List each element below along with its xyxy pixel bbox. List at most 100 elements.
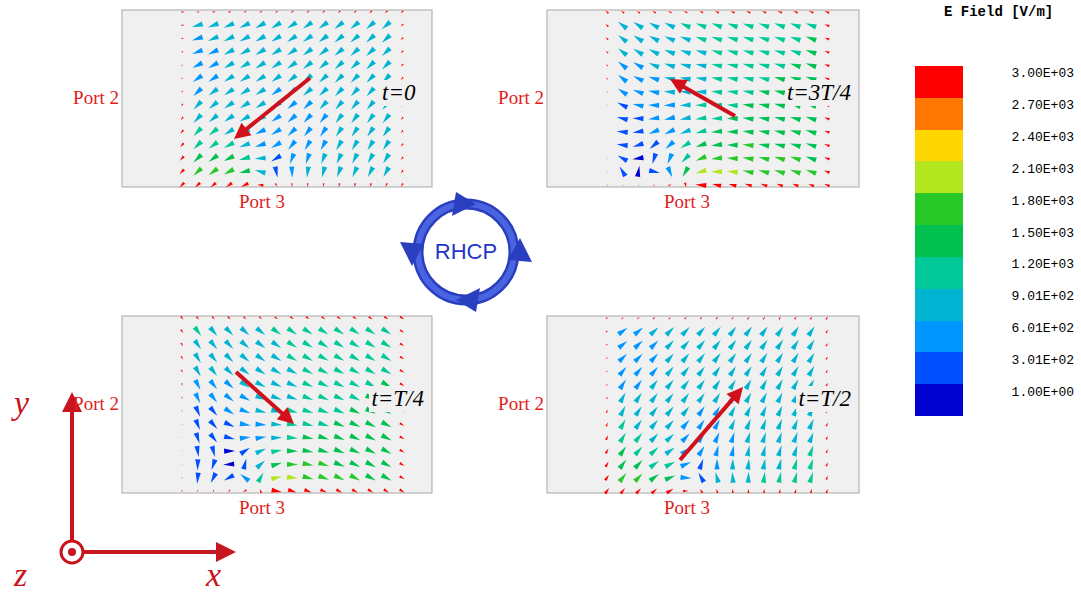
field-arrow xyxy=(236,372,285,416)
field-vector xyxy=(713,445,718,456)
field-vector xyxy=(633,35,644,43)
legend-title: E Field [V/m] xyxy=(944,4,1053,20)
field-vector xyxy=(349,393,360,400)
field-vector xyxy=(271,127,282,135)
field-vector xyxy=(680,327,689,337)
field-vector xyxy=(794,489,796,493)
field-vector xyxy=(775,392,782,403)
field-vector xyxy=(193,140,203,150)
field-vector xyxy=(365,340,376,348)
field-vector xyxy=(208,392,217,402)
field-vector xyxy=(664,448,674,457)
field-vector xyxy=(287,113,297,122)
field-vector xyxy=(758,143,769,148)
field-vector xyxy=(651,488,658,494)
field-vector xyxy=(255,436,266,441)
field-vector xyxy=(618,446,626,457)
field-vector xyxy=(728,406,735,417)
field-vector xyxy=(209,167,219,176)
field-vector xyxy=(287,475,298,480)
field-vector xyxy=(774,170,785,176)
field-vector xyxy=(334,353,345,361)
field-vector xyxy=(287,34,298,42)
field-vector xyxy=(383,166,391,177)
field-vector xyxy=(744,393,751,404)
field-vector xyxy=(776,184,783,188)
field-vector xyxy=(180,169,185,175)
field-vector xyxy=(728,419,735,430)
field-vector xyxy=(727,23,738,29)
field-vector xyxy=(711,64,722,69)
field-vector xyxy=(286,340,297,348)
color-swatch xyxy=(915,161,963,193)
field-vector xyxy=(399,449,404,453)
field-vector xyxy=(653,184,655,186)
field-vector xyxy=(213,490,214,493)
field-vector xyxy=(334,326,345,334)
field-vector xyxy=(366,60,376,70)
field-vector xyxy=(335,47,345,56)
field-vector xyxy=(742,157,753,162)
axis-label: x xyxy=(206,556,221,594)
field-vector xyxy=(794,316,797,319)
field-vector xyxy=(226,182,233,187)
field-vector xyxy=(319,34,329,43)
field-vector xyxy=(727,90,738,95)
field-vector xyxy=(825,423,827,427)
field-vector xyxy=(349,353,360,361)
field-vector xyxy=(334,380,345,387)
field-vector xyxy=(668,153,675,164)
field-vector xyxy=(336,126,344,137)
field-vector xyxy=(618,473,627,483)
field-vector xyxy=(825,462,827,466)
field-vector xyxy=(302,461,313,466)
field-vector xyxy=(303,34,313,43)
field-vector xyxy=(241,182,249,187)
field-vector xyxy=(728,366,736,377)
field-vector xyxy=(255,340,265,349)
field-vector xyxy=(322,11,325,14)
field-vector xyxy=(825,343,828,347)
field-vector xyxy=(665,353,674,363)
field-vector xyxy=(790,170,801,176)
field-vector xyxy=(243,11,246,13)
field-vector xyxy=(208,326,217,336)
field-vector xyxy=(696,141,707,147)
field-vector xyxy=(775,379,782,390)
field-vector xyxy=(761,472,766,483)
field-vector xyxy=(350,20,360,29)
field-vector xyxy=(399,369,404,373)
field-vector xyxy=(306,166,311,177)
field-vector xyxy=(303,60,313,69)
field-vector xyxy=(713,432,720,443)
field-vector xyxy=(790,130,801,135)
field-vector xyxy=(696,154,707,161)
field-vector xyxy=(649,420,658,430)
field-vector xyxy=(618,460,627,470)
legend-value: 1.80E+03 xyxy=(1012,194,1074,209)
field-vector xyxy=(680,128,691,134)
field-vector xyxy=(319,100,328,110)
field-vector xyxy=(350,33,360,42)
field-vector xyxy=(193,419,200,430)
field-vector xyxy=(668,317,671,320)
port-label: Port 3 xyxy=(239,191,285,213)
field-vector xyxy=(727,143,738,148)
field-vector xyxy=(758,77,769,82)
field-vector xyxy=(664,23,675,30)
field-vector xyxy=(727,103,738,108)
field-vector xyxy=(666,489,674,495)
field-vector xyxy=(806,63,817,69)
field-vector xyxy=(334,434,345,440)
field-vector xyxy=(728,327,737,337)
field-vector xyxy=(760,392,767,403)
field-vector xyxy=(791,366,799,377)
field-vector xyxy=(208,352,217,362)
field-vector xyxy=(774,104,785,109)
field-vector xyxy=(271,340,282,348)
field-vector xyxy=(240,421,251,426)
field-vector xyxy=(211,472,218,483)
field-vector xyxy=(401,24,404,27)
field-vector xyxy=(337,316,341,319)
field-vector xyxy=(224,339,234,349)
